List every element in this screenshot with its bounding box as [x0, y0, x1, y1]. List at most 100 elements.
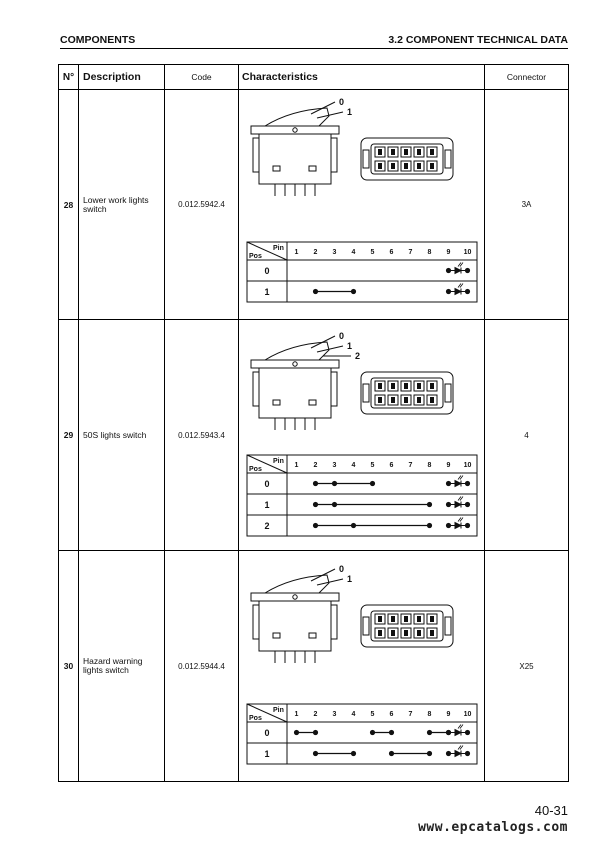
pin-header-label: Pin: [273, 245, 284, 252]
item-code: 0.012.5942.4: [164, 89, 239, 320]
item-connector: 4: [484, 319, 569, 551]
callout-label: 1: [347, 574, 352, 584]
position-label: 0: [264, 479, 269, 489]
connection-dot: [312, 522, 319, 529]
connector-contact: [417, 397, 421, 403]
switch-window: [308, 399, 317, 406]
pin-number: 1: [295, 462, 299, 469]
pin-number: 10: [464, 711, 472, 718]
switch-bezel: [250, 125, 340, 135]
connection-dot: [331, 501, 338, 508]
led-emission-icon: [457, 283, 464, 288]
callout-label: 1: [347, 341, 352, 351]
lamp-dot: [445, 480, 452, 487]
switch-clip-right: [330, 371, 338, 407]
connector-contact: [404, 397, 408, 403]
connector-contact: [417, 149, 421, 155]
description-line: switch: [83, 203, 107, 214]
pin-number: 5: [371, 711, 375, 718]
item-code: 0.012.5943.4: [164, 319, 239, 551]
connection-dot: [350, 522, 357, 529]
section-title: COMPONENTS: [60, 34, 136, 46]
switch-window: [308, 165, 317, 172]
led-emission-icon: [457, 262, 464, 267]
rocker-shape: [263, 107, 330, 127]
connection-dot: [293, 729, 300, 736]
switch-window: [272, 399, 281, 406]
pin-table-diagonal: [246, 241, 288, 261]
connection-dot: [369, 729, 376, 736]
led-emission-icon: [457, 496, 464, 501]
connector-contact: [430, 383, 434, 389]
col-header-code: Code: [164, 64, 239, 90]
table-header-row: N° Description Code Characteristics Conn…: [58, 64, 569, 90]
rocker-switch-icon: [250, 107, 340, 196]
pin-number: 5: [371, 462, 375, 469]
connector-contact: [417, 163, 421, 169]
switch-body: [258, 600, 332, 652]
connector-contact: [430, 397, 434, 403]
connection-dot: [312, 750, 319, 757]
item-number: 28: [58, 89, 79, 320]
lamp-dot: [445, 522, 452, 529]
position-label: 1: [264, 287, 269, 297]
pos-header-label: Pos: [249, 466, 262, 473]
connection-dot: [426, 750, 433, 757]
rocker-switch-icon: [250, 341, 340, 430]
led-diode-icon: [448, 749, 468, 758]
connection-dot: [350, 750, 357, 757]
pin-number: 2: [314, 462, 318, 469]
connector-outline: [360, 371, 454, 415]
table-row: 30 Hazard warning lights switch 0.012.59…: [58, 550, 569, 782]
connector-contact: [378, 630, 382, 636]
callout-line: [310, 568, 336, 582]
connection-dot: [331, 480, 338, 487]
pin-number: 7: [409, 711, 413, 718]
pin-number: 10: [464, 249, 472, 256]
pin-table-diagonal: [246, 454, 288, 474]
connection-dot: [388, 729, 395, 736]
pin-number: 2: [314, 249, 318, 256]
callout-line: [316, 345, 344, 353]
led-diode-icon: [448, 500, 468, 509]
connector-contact: [378, 149, 382, 155]
pin-number: 3: [333, 462, 337, 469]
connector-contact: [404, 149, 408, 155]
connector-contact: [417, 383, 421, 389]
switch-led: [292, 361, 298, 367]
connector-contact: [378, 383, 382, 389]
rocker-switch-icon: [250, 574, 340, 663]
pos-header-label: Pos: [249, 715, 262, 722]
connector-contact: [430, 630, 434, 636]
col-header-description: Description: [78, 64, 165, 90]
callout-label: 0: [339, 97, 344, 107]
connector-inner: [370, 377, 444, 409]
lamp-dot: [445, 501, 452, 508]
description-line: Lower work lights: [83, 194, 149, 205]
connector-contact: [404, 383, 408, 389]
position-label: 0: [264, 728, 269, 738]
pin-number: 9: [447, 462, 451, 469]
component-table: N° Description Code Characteristics Conn…: [58, 64, 569, 782]
connector-contact: [378, 616, 382, 622]
connection-dot: [312, 501, 319, 508]
connector-contact: [417, 616, 421, 622]
pin-table-border: [246, 454, 478, 537]
item-number: 30: [58, 550, 79, 782]
pin-number: 6: [390, 249, 394, 256]
connection-dot: [312, 729, 319, 736]
connector-contact: [378, 397, 382, 403]
callout-line: [316, 578, 344, 586]
switch-clip-left: [252, 137, 260, 173]
pin-number: 6: [390, 462, 394, 469]
connector-contact: [391, 383, 395, 389]
led-diode-icon: [448, 287, 468, 296]
item-description: Hazard warning lights switch: [78, 550, 165, 782]
lamp-dot: [445, 729, 452, 736]
